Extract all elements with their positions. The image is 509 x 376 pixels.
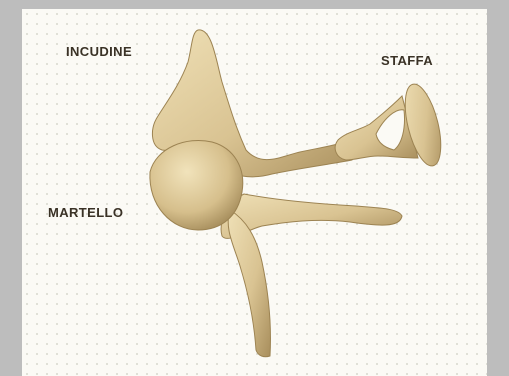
label-staffa: STAFFA [381, 53, 433, 68]
label-martello: MARTELLO [48, 205, 123, 220]
staffa-bone [335, 81, 448, 170]
label-incudine: INCUDINE [66, 44, 132, 59]
